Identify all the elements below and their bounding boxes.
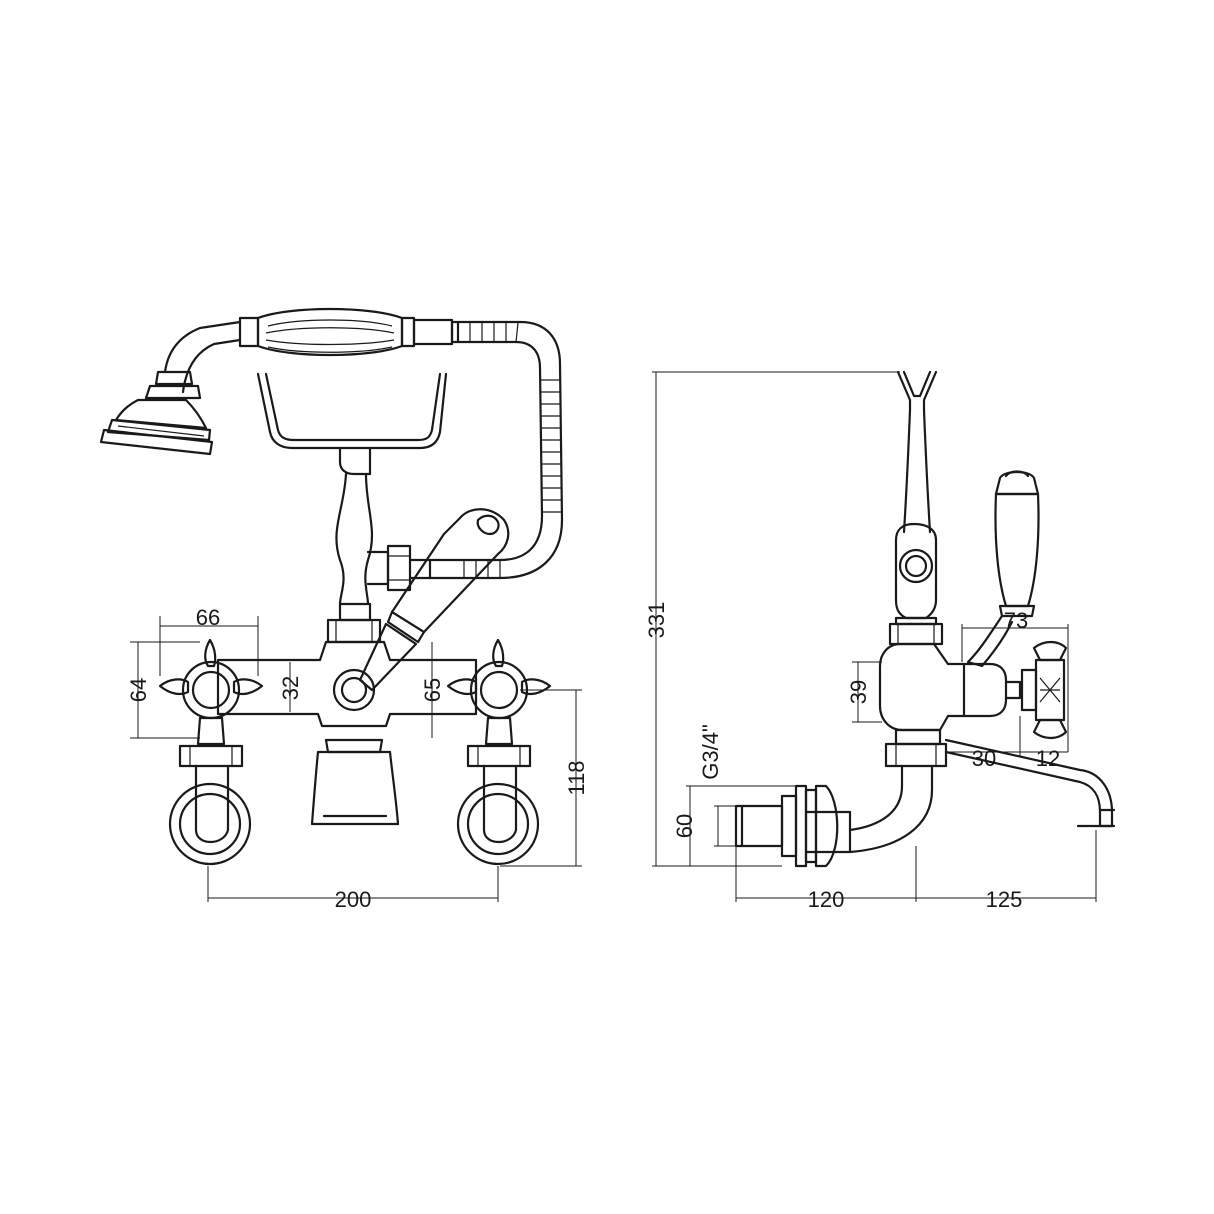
side-wall-fitting — [734, 784, 852, 868]
mixer-body — [216, 602, 478, 826]
front-dimension-lines — [130, 616, 582, 902]
side-cross-handle — [1020, 640, 1068, 740]
shower-cradle — [256, 372, 448, 606]
dim-side-overall-height: 331 — [644, 602, 669, 639]
dim-side-flange-height: 60 — [672, 814, 697, 838]
shower-head — [99, 320, 242, 456]
side-lever — [966, 470, 1040, 668]
side-spout — [848, 738, 1116, 854]
side-view: 331 73 39 30 12 G3/4" 60 120 125 — [644, 370, 1116, 912]
dim-front-handle-height: 64 — [126, 678, 151, 702]
diverter-lever — [358, 508, 510, 692]
dim-side-wall-to-body: 120 — [808, 887, 845, 912]
dim-side-lever-offset: 73 — [1004, 608, 1028, 633]
dim-front-center-height: 65 — [420, 678, 445, 702]
shower-handle — [238, 307, 460, 357]
front-view: 66 64 32 65 118 200 — [99, 307, 589, 912]
dim-front-centers: 200 — [335, 887, 372, 912]
side-cradle-arm — [894, 370, 938, 620]
dim-front-body-height: 32 — [278, 676, 303, 700]
dim-side-thread: G3/4" — [698, 724, 723, 780]
dim-front-handle-span: 66 — [196, 605, 220, 630]
dim-front-elbow-height: 118 — [564, 760, 589, 795]
side-dimension-lines — [652, 371, 1097, 902]
shower-hose — [428, 320, 564, 580]
diverter-nut — [366, 544, 432, 592]
right-cross-handle — [446, 638, 552, 866]
dim-side-nut-width: 30 — [972, 746, 996, 771]
left-cross-handle — [158, 638, 264, 866]
dim-side-body-height: 39 — [846, 680, 871, 704]
side-body — [878, 616, 1022, 768]
dim-side-handle-width: 12 — [1036, 746, 1060, 771]
dim-side-spout-reach: 125 — [986, 887, 1023, 912]
